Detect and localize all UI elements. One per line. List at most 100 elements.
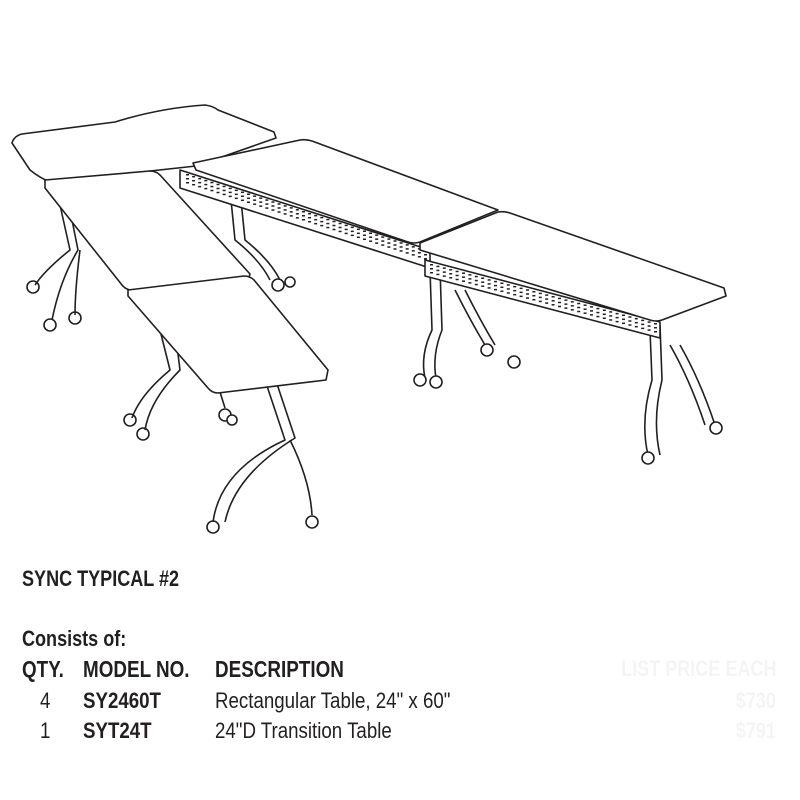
item-model: SYT24T (83, 718, 152, 743)
perforation-mark (375, 234, 379, 236)
perforation-mark (198, 177, 202, 180)
perforation-mark (570, 309, 574, 311)
perforation-mark (265, 199, 269, 201)
perforation-mark (301, 215, 305, 217)
perforation-mark (506, 288, 510, 290)
perforation-mark (474, 283, 478, 286)
perforation-mark (314, 214, 318, 217)
perforation-mark (222, 189, 226, 192)
perforation-mark (289, 211, 293, 213)
column-header-qty: QTY. (22, 656, 64, 682)
perforation-mark (222, 185, 226, 188)
perforation-mark (247, 201, 251, 203)
perforation-mark (387, 238, 391, 240)
perforation-mark (609, 311, 613, 313)
perforation-mark (222, 193, 226, 196)
perforation-mark (481, 281, 485, 283)
perforation-mark (399, 250, 403, 252)
right-table-top-2 (419, 210, 727, 322)
perforation-mark (500, 290, 504, 293)
perforation-mark (628, 320, 632, 322)
perforation-mark (532, 294, 536, 297)
perforation-mark (442, 267, 446, 269)
perforation-mark (436, 273, 440, 276)
perforation-mark (519, 291, 523, 294)
perforation-mark (192, 179, 196, 182)
perforation-mark (338, 222, 342, 225)
perforation-mark (526, 289, 529, 291)
perforation-mark (381, 244, 385, 246)
perforation-mark (393, 248, 397, 250)
perforation-mark (362, 234, 366, 237)
perforation-mark (545, 298, 549, 300)
perforation-mark (538, 292, 542, 295)
perforation-mark (234, 189, 238, 192)
perforation-mark (564, 307, 568, 309)
perforation-mark (350, 230, 354, 233)
perforation-mark (295, 209, 299, 211)
perforation-mark (344, 232, 348, 235)
perforation-mark (344, 228, 348, 231)
perforation-mark (320, 224, 324, 227)
perforation-mark (253, 195, 257, 197)
perforation-mark (344, 224, 348, 227)
perforation-mark (234, 197, 238, 200)
perforation-mark (436, 269, 440, 272)
perforation-mark (494, 280, 497, 283)
modesty-panel (179, 169, 661, 339)
perforation-mark (468, 282, 472, 284)
perforation-mark (417, 252, 421, 254)
perforation-mark (468, 274, 472, 276)
perforation-mark (265, 207, 269, 209)
perforation-mark (277, 203, 281, 205)
perforation-mark (615, 320, 619, 323)
left-table-top-2 (127, 275, 329, 394)
perforation-mark (228, 191, 232, 194)
perforation-mark (277, 211, 281, 213)
perforation-mark (551, 300, 555, 302)
perforation-mark (271, 205, 275, 207)
perforation-mark (487, 283, 491, 285)
perforation-mark (405, 252, 409, 254)
consists-of-label: Consists of: (22, 626, 127, 651)
perforation-mark (641, 327, 645, 330)
perforation-mark (277, 207, 281, 209)
perforation-mark (308, 212, 312, 215)
perforation-mark (393, 240, 397, 242)
perforation-mark (634, 325, 638, 328)
perforation-mark (519, 295, 523, 298)
perforation-mark (411, 254, 415, 256)
perforation-mark (332, 224, 336, 227)
perforation-mark (314, 218, 318, 221)
perforation-mark (332, 220, 336, 223)
left-table-legs (34, 199, 313, 523)
perforation-mark (609, 315, 613, 317)
perforation-mark (462, 272, 465, 274)
perforation-mark (628, 324, 632, 326)
perforation-mark (289, 215, 293, 217)
right-table-top-1 (192, 138, 499, 244)
perforation-mark (210, 181, 214, 184)
perforation-mark (506, 284, 510, 286)
item-price: $791 (735, 718, 776, 743)
perforation-mark (198, 185, 202, 188)
perforation-mark (240, 191, 244, 194)
perforation-mark (204, 183, 208, 186)
perforation-mark (615, 312, 619, 315)
perforation-mark (301, 219, 305, 221)
perforation-mark (332, 228, 336, 231)
perforation-mark (405, 248, 409, 250)
perforation-mark (210, 189, 214, 192)
perforation-mark (356, 228, 360, 231)
perforation-mark (615, 316, 619, 319)
perforation-mark (494, 288, 497, 291)
perforation-mark (634, 317, 638, 320)
perforation-mark (283, 209, 287, 211)
perforation-mark (519, 287, 523, 290)
perforation-mark (622, 318, 625, 321)
perforation-mark (411, 250, 415, 252)
perforation-mark (228, 195, 232, 198)
perforation-mark (247, 197, 251, 199)
perforation-mark (320, 220, 324, 223)
perforation-mark (564, 303, 568, 305)
